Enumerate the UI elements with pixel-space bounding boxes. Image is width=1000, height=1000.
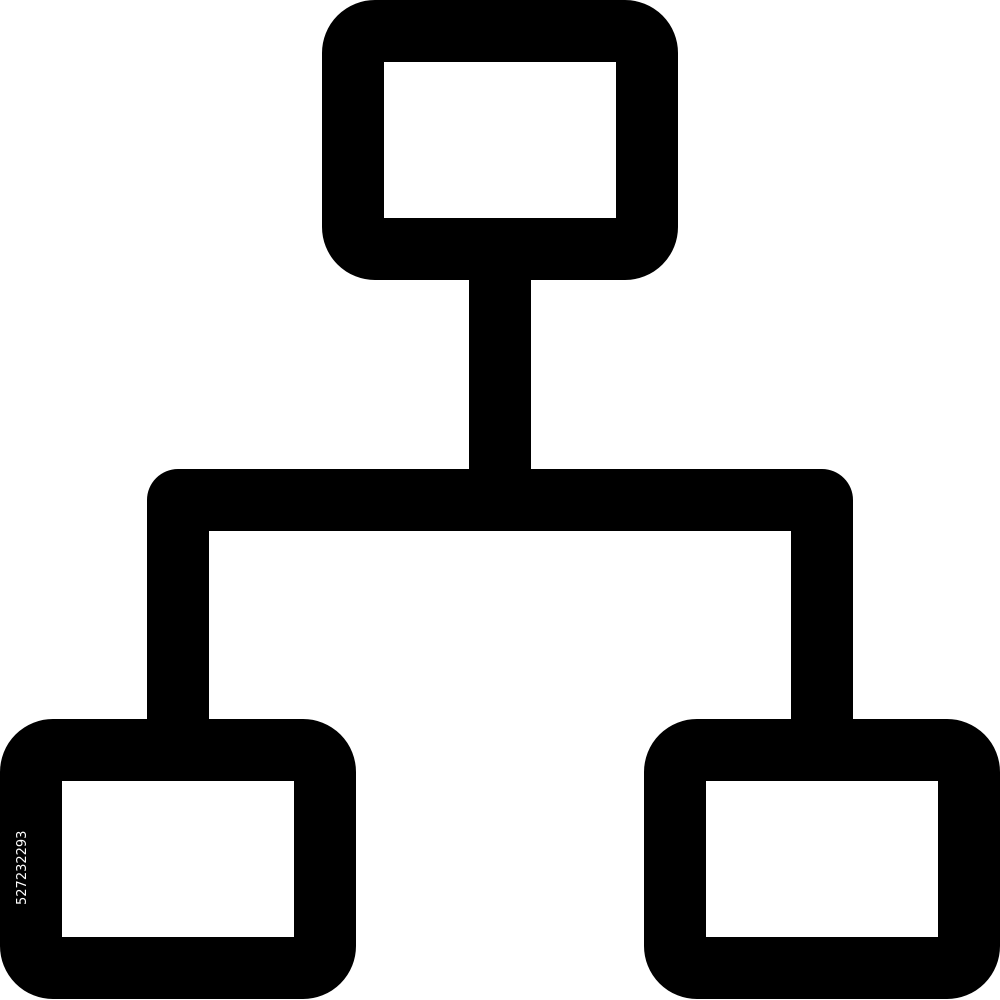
- connector-lines: [147, 280, 853, 720]
- top-node-box: [322, 0, 678, 280]
- right-node-box: [644, 719, 1000, 999]
- branch-connector: [147, 469, 853, 720]
- left-node-box: [0, 719, 356, 999]
